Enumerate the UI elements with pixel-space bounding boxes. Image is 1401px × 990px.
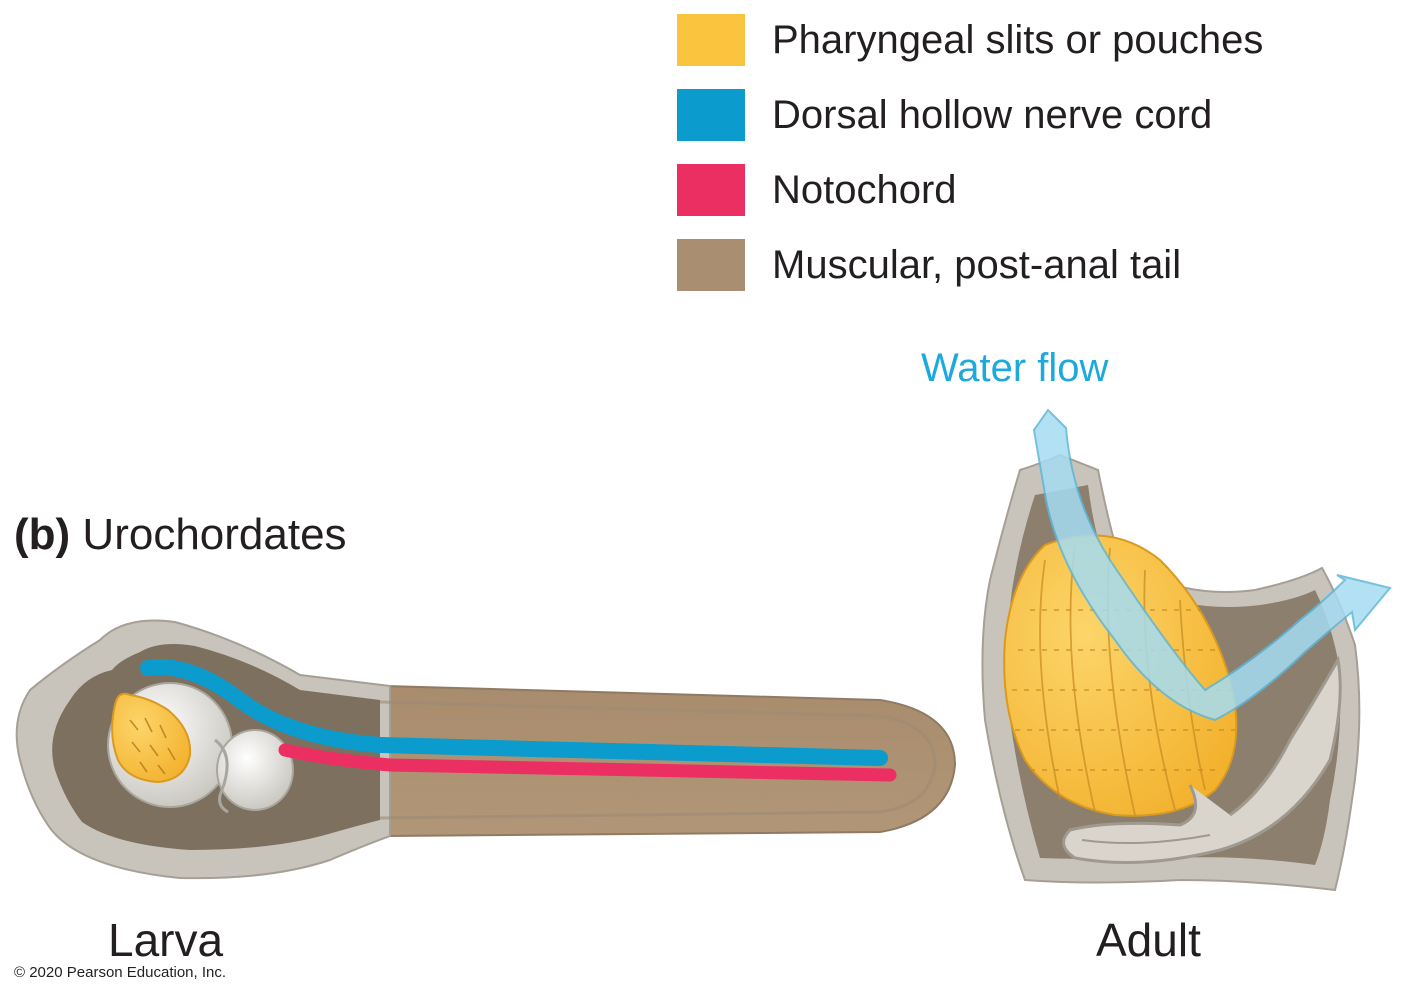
larva-stomach-organ <box>216 729 294 811</box>
adult-pharyngeal-slits <box>1003 534 1238 817</box>
legend-swatch-post-anal-tail <box>677 239 745 291</box>
adult-gut <box>1062 655 1342 864</box>
water-flow-arrow <box>1032 408 1392 722</box>
legend-item-nerve-cord: Dorsal hollow nerve cord <box>677 89 1377 141</box>
larva-nerve-cord <box>140 659 888 766</box>
copyright-notice: © 2020 Pearson Education, Inc. <box>14 964 227 981</box>
larva-illustration <box>15 619 957 880</box>
larva-tail-lining <box>379 700 937 820</box>
larva-intestine <box>214 738 229 814</box>
legend-swatch-notochord <box>677 164 745 216</box>
legend-label: Muscular, post-anal tail <box>772 243 1182 287</box>
legend-item-post-anal-tail: Muscular, post-anal tail <box>677 239 1377 291</box>
larva-pharyngeal-slits <box>111 692 192 784</box>
legend-item-pharyngeal-slits: Pharyngeal slits or pouches <box>677 14 1377 66</box>
adult-label: Adult <box>1096 914 1201 966</box>
legend-swatch-pharyngeal-slits <box>677 14 745 66</box>
section-letter: (b) <box>14 510 71 559</box>
legend-swatch-nerve-cord <box>677 89 745 141</box>
water-flow-label: Water flow <box>921 346 1109 390</box>
larva-notochord <box>278 743 897 782</box>
adult-illustration <box>981 408 1392 892</box>
section-title-text: Urochordates <box>82 510 347 559</box>
legend-label: Dorsal hollow nerve cord <box>772 93 1213 137</box>
legend-item-notochord: Notochord <box>677 164 1377 216</box>
adult-gut-inner <box>1081 834 1211 845</box>
legend-label: Pharyngeal slits or pouches <box>772 18 1264 62</box>
larva-label: Larva <box>108 914 224 966</box>
legend-label: Notochord <box>772 168 957 212</box>
section-title: (b) Urochordates <box>14 508 347 562</box>
larva-tail <box>384 684 957 838</box>
